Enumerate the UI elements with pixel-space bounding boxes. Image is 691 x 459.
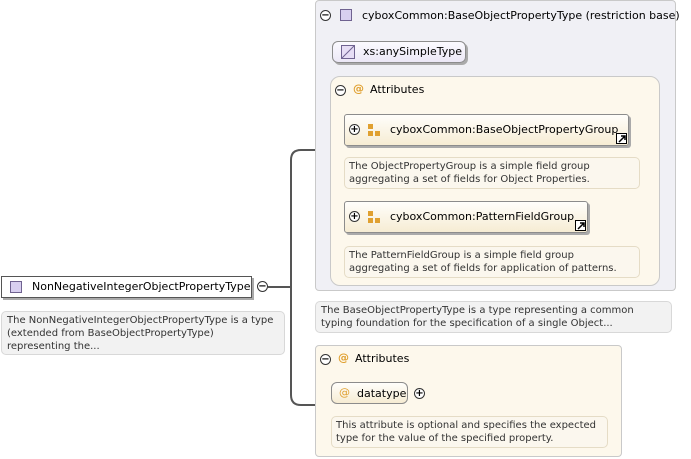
attribute-group-node[interactable]: + cyboxCommon:PatternFieldGroup <box>344 201 588 233</box>
attribute-group-icon <box>368 211 382 225</box>
external-reference-icon[interactable] <box>575 220 586 231</box>
attribute-description: This attribute is optional and specifies… <box>331 416 608 448</box>
attribute-icon: @ <box>353 82 364 95</box>
base-type-panel: − cyboxCommon:BaseObjectPropertyType (re… <box>315 0 680 291</box>
collapse-icon[interactable]: − <box>320 354 331 365</box>
complex-type-icon <box>10 281 22 293</box>
attribute-group-name: cyboxCommon:BaseObjectPropertyGroup <box>390 123 619 136</box>
collapse-icon[interactable]: − <box>335 85 346 96</box>
attribute-group-description: The ObjectPropertyGroup is a simple fiel… <box>344 157 640 189</box>
external-reference-icon[interactable] <box>616 133 627 144</box>
base-type-title: cyboxCommon:BaseObjectPropertyType (rest… <box>362 9 680 22</box>
base-attributes-box: − @ Attributes + cyboxCommon:BaseObjectP… <box>330 76 660 286</box>
expand-icon[interactable]: + <box>349 124 360 135</box>
attribute-icon: @ <box>339 386 350 399</box>
attribute-group-name: cyboxCommon:PatternFieldGroup <box>390 210 575 223</box>
attribute-group-node[interactable]: + cyboxCommon:BaseObjectPropertyGroup <box>344 114 629 146</box>
attribute-group-icon <box>368 124 382 138</box>
attributes-label: Attributes <box>355 352 410 365</box>
attributes-box: − @ Attributes @ datatype + This attribu… <box>315 345 622 457</box>
attribute-group-description: The PatternFieldGroup is a simple field … <box>344 246 640 278</box>
simple-type-name: xs:anySimpleType <box>363 45 462 58</box>
collapse-icon[interactable]: − <box>320 10 331 21</box>
complex-type-icon <box>340 9 352 21</box>
root-description: The NonNegativeIntegerObjectPropertyType… <box>1 311 285 355</box>
root-type-node[interactable]: NonNegativeIntegerObjectPropertyType <box>1 276 252 298</box>
expand-icon[interactable]: + <box>349 211 360 222</box>
base-type-description: The BaseObjectPropertyType is a type rep… <box>315 301 672 333</box>
base-attributes-label: Attributes <box>370 83 425 96</box>
expand-icon[interactable]: + <box>414 388 425 399</box>
attribute-node[interactable]: @ datatype <box>331 382 408 404</box>
attribute-name: datatype <box>357 387 407 400</box>
root-type-name: NonNegativeIntegerObjectPropertyType <box>32 280 251 293</box>
collapse-icon[interactable]: − <box>257 281 268 292</box>
simple-type-icon <box>341 45 355 59</box>
simple-type-node[interactable]: xs:anySimpleType <box>332 41 466 63</box>
attribute-icon: @ <box>338 351 349 364</box>
